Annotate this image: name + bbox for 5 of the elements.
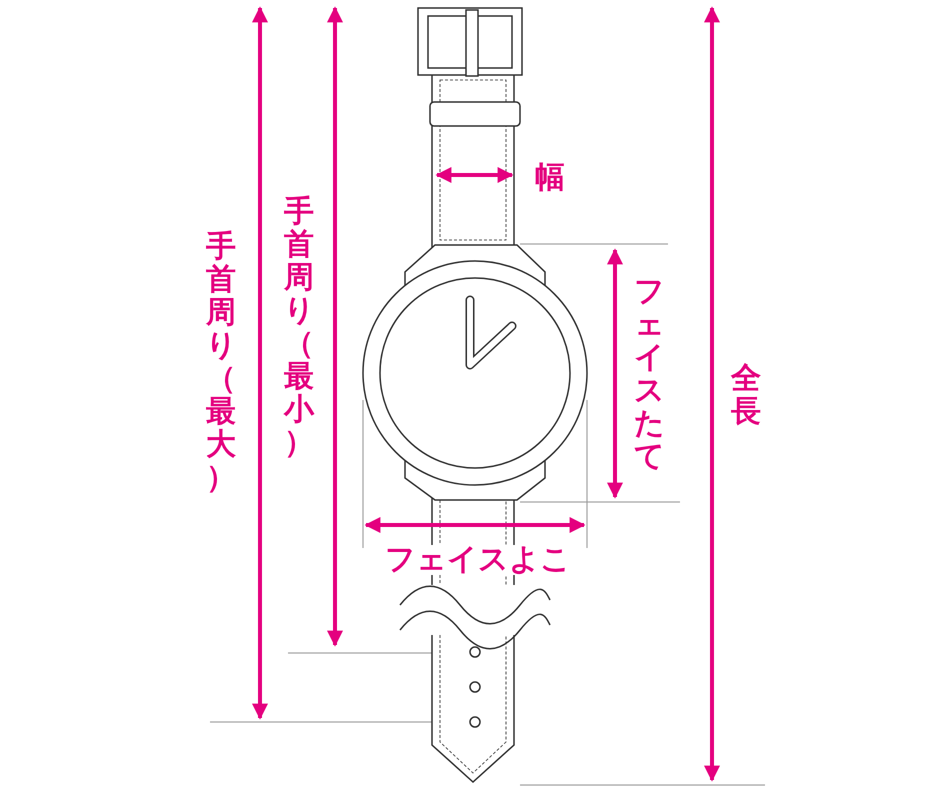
dimension-label: 幅 <box>533 163 567 193</box>
dimension-label: 手首周り（最小） <box>284 195 314 459</box>
dimension-label: フェイスたて <box>634 275 664 473</box>
dimension-label: 全長 <box>731 362 761 428</box>
dimension-label: 手首周り（最大） <box>206 230 236 494</box>
